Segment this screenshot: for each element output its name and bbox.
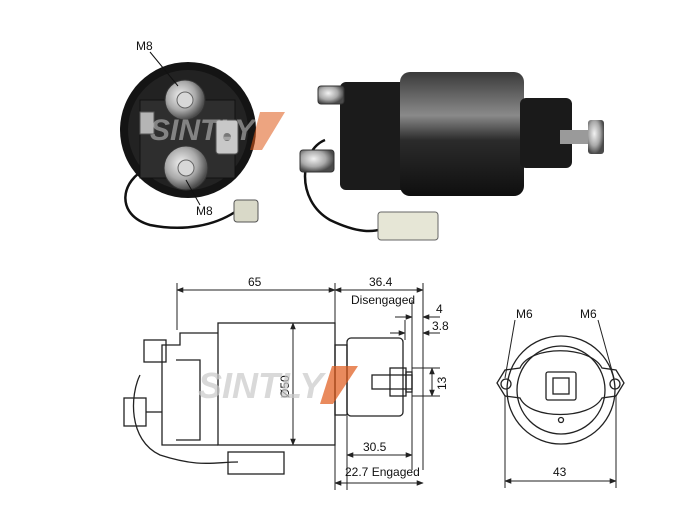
label-m8-top: M8 xyxy=(136,39,153,53)
label-3-8: 3.8 xyxy=(432,319,449,333)
label-22-7-engaged: 22.7 Engaged xyxy=(345,465,420,479)
plunger-shaft xyxy=(560,130,590,144)
mounting-flange xyxy=(496,350,625,416)
label-65: 65 xyxy=(248,275,262,289)
watermark-bottom: SINTLY xyxy=(198,365,358,406)
label-m8-bottom: M8 xyxy=(196,204,213,218)
label-36-4: 36.4 xyxy=(369,275,393,289)
small-terminal-tab xyxy=(139,111,155,135)
solenoid-body xyxy=(400,72,524,196)
label-disengaged: Disengaged xyxy=(351,293,415,307)
end-cap-inner xyxy=(516,345,606,435)
stud-top-outline xyxy=(143,339,167,363)
leader-m6-right xyxy=(597,319,615,379)
mount-hole-right xyxy=(609,378,621,390)
drawing-end-view xyxy=(496,335,625,445)
watermark-text-top: SINTLY xyxy=(150,114,257,147)
side-stud-top xyxy=(317,85,345,105)
label-m6-left: M6 xyxy=(516,307,533,321)
label-13: 13 xyxy=(435,376,449,390)
lead-wire xyxy=(124,166,236,229)
center-dot xyxy=(557,416,565,424)
end-cap-outer xyxy=(506,335,616,445)
plunger-tip xyxy=(588,120,604,154)
wire-outline xyxy=(132,374,239,465)
front-nose xyxy=(520,98,572,168)
nose-outline xyxy=(346,337,404,417)
watermark-text-bottom: SINTLY xyxy=(198,365,326,406)
label-m6-right: M6 xyxy=(580,307,597,321)
drawing-side-view xyxy=(123,322,413,475)
connector-outline xyxy=(227,451,285,475)
watermark-top: SINTLY xyxy=(150,112,285,150)
label-diameter: Ø50 xyxy=(278,375,292,398)
label-43: 43 xyxy=(553,465,567,479)
rear-cap-outline xyxy=(161,332,218,446)
side-stud-bottom xyxy=(299,149,335,173)
side-dimensions xyxy=(176,283,440,490)
label-30-5: 30.5 xyxy=(363,440,387,454)
plunger-slot xyxy=(545,371,577,401)
photo-front-view: M8 M8 xyxy=(120,39,259,229)
watermark-logo-mark-bottom xyxy=(320,366,358,404)
watermark-logo-mark-top xyxy=(250,112,285,150)
rear-cap xyxy=(340,82,410,190)
leader-m6-left xyxy=(504,319,516,379)
photo-side-view xyxy=(299,72,604,241)
mount-hole-left xyxy=(500,378,512,390)
leader-m8-bottom xyxy=(185,179,201,206)
side-connector-plug xyxy=(377,211,439,241)
label-4: 4 xyxy=(436,302,443,316)
connector-plug xyxy=(233,199,259,223)
end-dimensions xyxy=(504,319,617,488)
leader-m8-top xyxy=(149,51,179,87)
